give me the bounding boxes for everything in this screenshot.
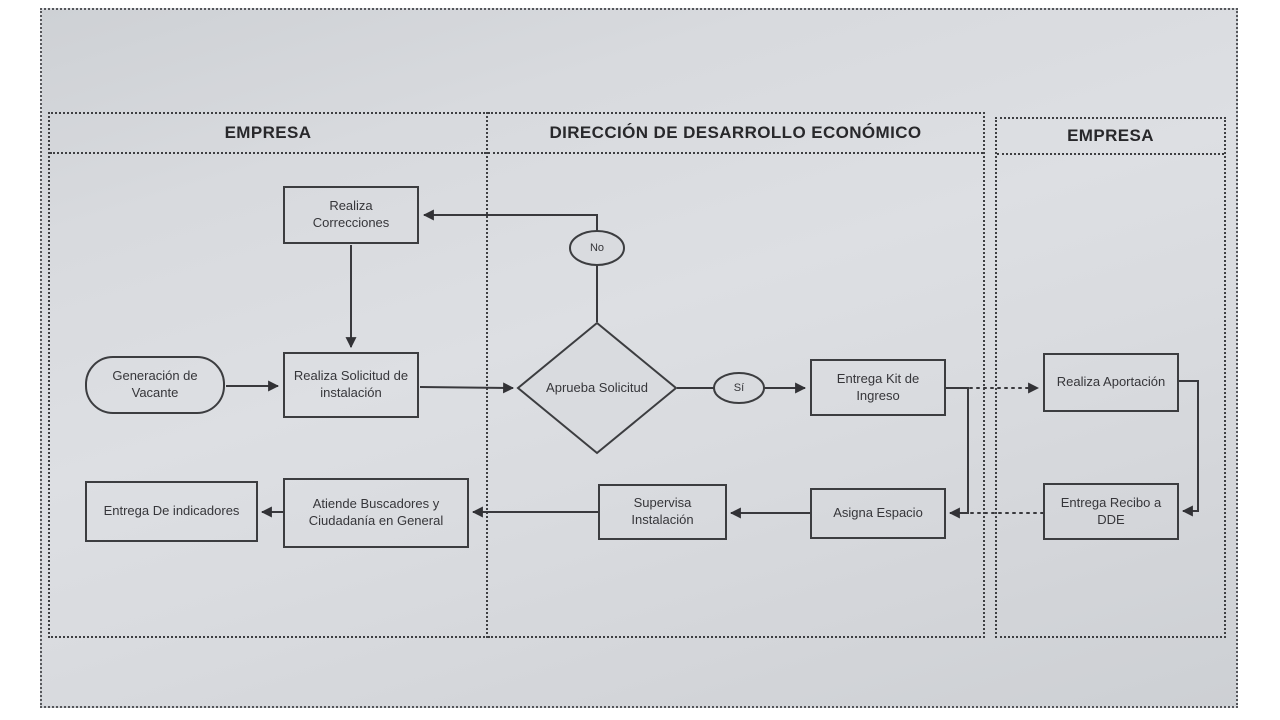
node-supervisa-instalacion-label: Supervisa Instalación <box>631 495 694 527</box>
lane-empresa-right: EMPRESA <box>995 117 1226 638</box>
node-realiza-solicitud: Realiza Solicitud de instalación <box>283 352 419 418</box>
lane-title-dde: DIRECCIÓN DE DESARROLLO ECONÓMICO <box>549 123 922 142</box>
node-atiende-buscadores: Atiende Buscadores y Ciudadanía en Gener… <box>283 478 469 548</box>
node-realiza-aportacion-label: Realiza Aportación <box>1056 374 1166 390</box>
node-generacion-vacante-label: Generación de Vacante <box>112 368 198 400</box>
node-supervisa-instalacion: Supervisa Instalación <box>598 484 727 540</box>
node-atiende-buscadores-label: Atiende Buscadores y Ciudadanía en Gener… <box>308 496 444 528</box>
lane-dde: DIRECCIÓN DE DESARROLLO ECONÓMICO <box>488 112 985 638</box>
node-realiza-correcciones: Realiza Correcciones <box>283 186 419 244</box>
node-realiza-aportacion: Realiza Aportación <box>1043 353 1179 412</box>
node-realiza-solicitud-label: Realiza Solicitud de instalación <box>293 368 409 400</box>
node-entrega-recibo-label: Entrega Recibo a DDE <box>1060 494 1162 527</box>
lane-header-empresa-right: EMPRESA <box>997 119 1224 155</box>
lane-empresa-left: EMPRESA <box>48 112 488 638</box>
node-entrega-recibo: Entrega Recibo a DDE <box>1043 483 1179 540</box>
node-entrega-indicadores-label: Entrega De indicadores <box>103 503 240 519</box>
node-entrega-kit: Entrega Kit de Ingreso <box>810 359 946 416</box>
node-entrega-kit-label: Entrega Kit de Ingreso <box>836 370 920 403</box>
lane-title-empresa-right: EMPRESA <box>1067 126 1154 145</box>
node-realiza-correcciones-label: Realiza Correcciones <box>312 198 390 230</box>
node-asigna-espacio-label: Asigna Espacio <box>833 505 923 521</box>
lane-header-dde: DIRECCIÓN DE DESARROLLO ECONÓMICO <box>488 114 983 154</box>
lane-header-empresa-left: EMPRESA <box>50 114 486 154</box>
node-generacion-vacante: Generación de Vacante <box>85 356 225 414</box>
node-asigna-espacio: Asigna Espacio <box>810 488 946 539</box>
lane-title-empresa-left: EMPRESA <box>224 123 312 142</box>
node-entrega-indicadores: Entrega De indicadores <box>85 481 258 542</box>
